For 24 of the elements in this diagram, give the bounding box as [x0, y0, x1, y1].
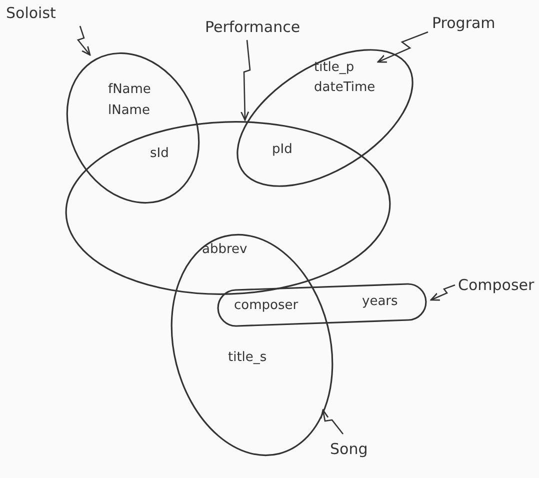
entity-label: Song [330, 440, 368, 458]
entity-label: Performance [205, 18, 300, 36]
attribute-label: pId [272, 142, 292, 158]
attribute-label: dateTime [314, 80, 376, 96]
entity-capsule [216, 282, 428, 328]
attribute-label: title_s [228, 350, 267, 366]
entity-ellipse [66, 52, 200, 204]
arrow [430, 284, 456, 301]
entity-label: Soloist [6, 4, 56, 22]
attribute-label: lName [108, 103, 150, 119]
attribute-label: abbrev [202, 242, 248, 258]
attribute-label: years [362, 294, 398, 310]
attribute-label: fName [108, 82, 151, 98]
arrow [320, 409, 344, 434]
entity-label: Program [432, 14, 496, 32]
arrow [377, 31, 428, 63]
entity-ellipse [236, 49, 414, 187]
arrow [76, 26, 91, 56]
attribute-label: sId [150, 146, 169, 162]
attribute-label: title_p [314, 60, 354, 76]
attribute-label: composer [234, 298, 298, 314]
arrow [240, 40, 251, 121]
entity-label: Composer [458, 276, 534, 294]
entity-ellipse [65, 121, 391, 295]
